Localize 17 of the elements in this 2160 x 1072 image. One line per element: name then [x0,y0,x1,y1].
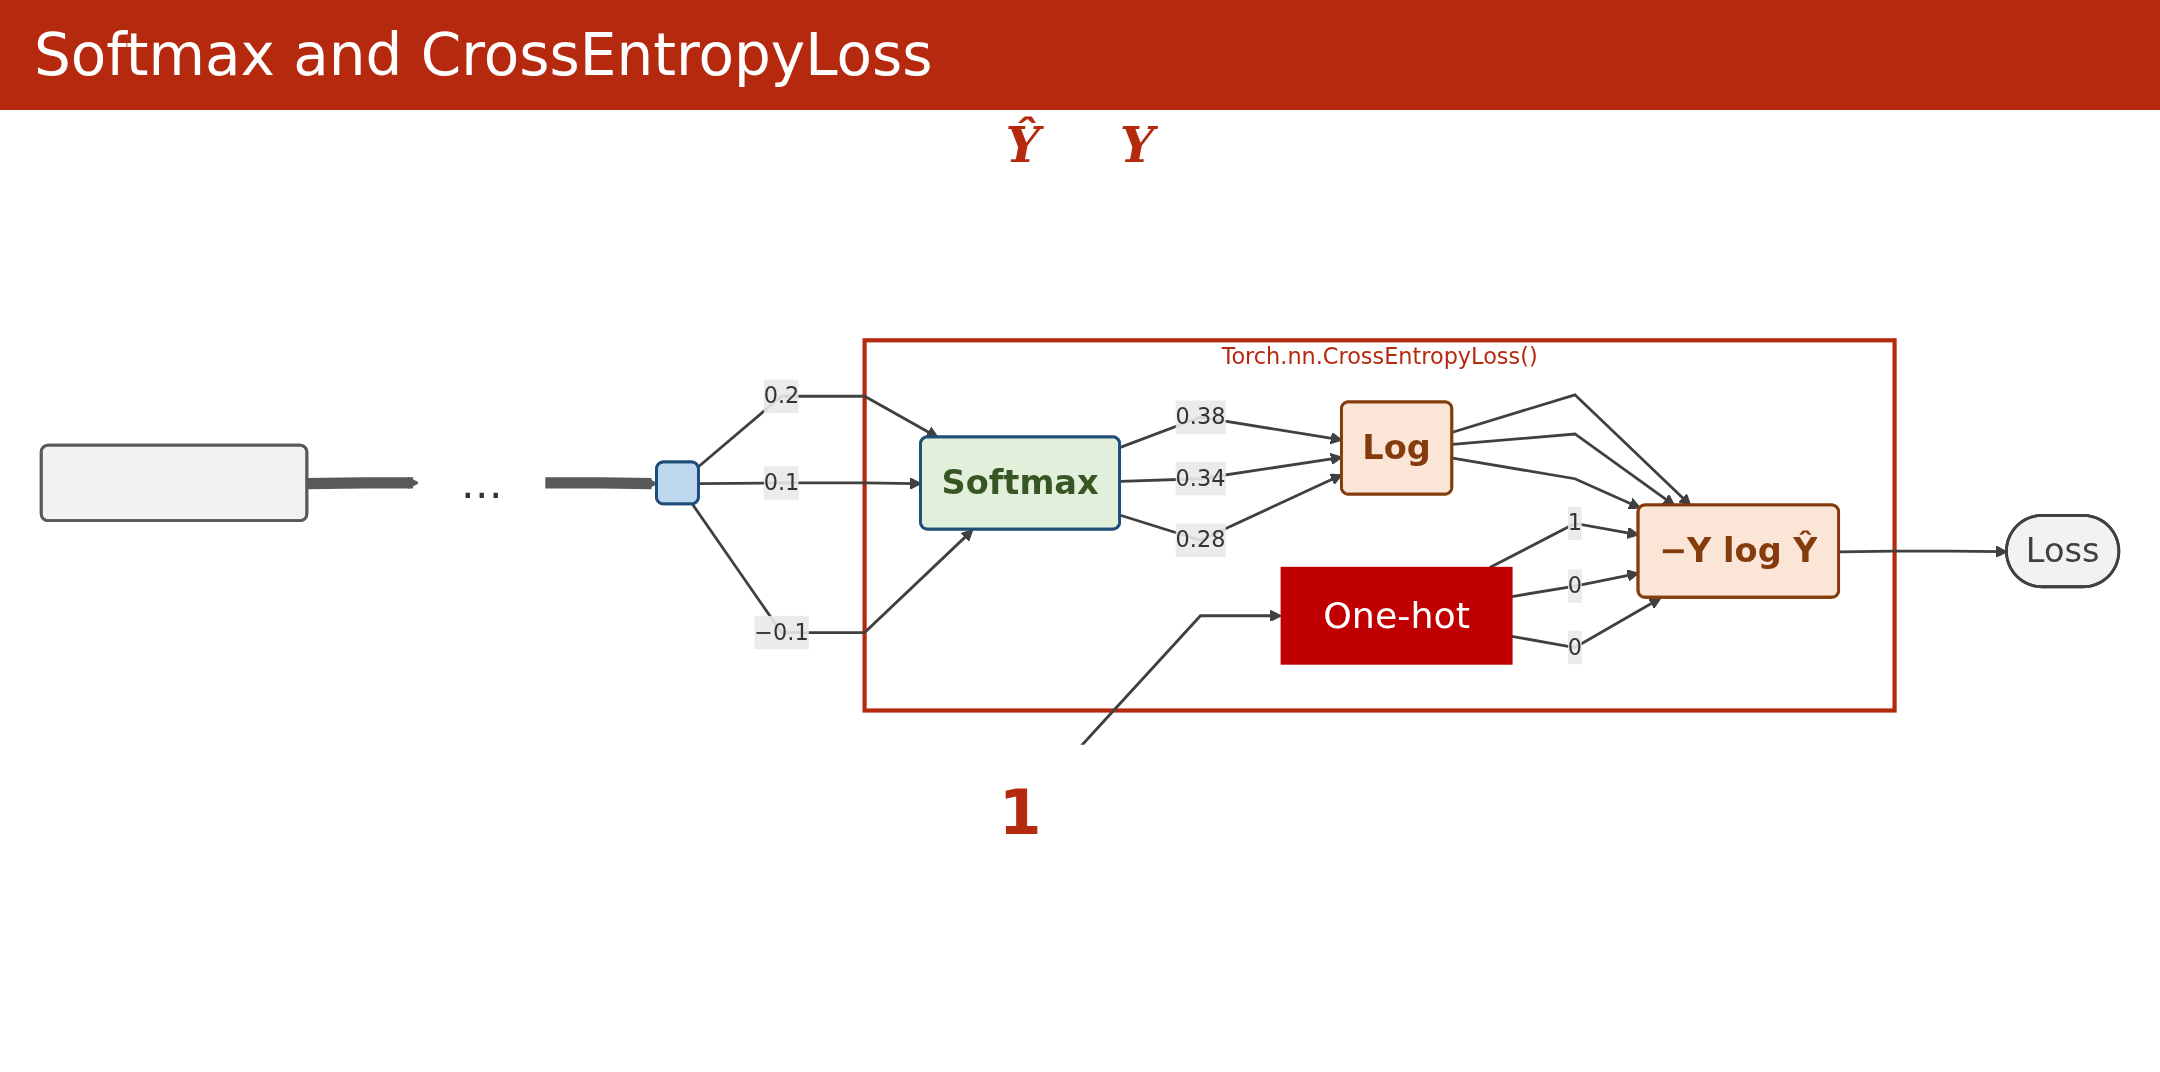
node-text: 1 [998,776,1042,848]
edge-label: 0.38 [1175,403,1226,430]
node-box: One-hot [1280,566,1513,665]
arrow [1452,456,1641,510]
edge-label: 0 [1567,572,1583,599]
edge-label: 0 [1567,633,1583,661]
edge-label: 0.28 [1175,526,1226,553]
arrow [1080,609,1282,747]
edge-label: −0.1 [754,618,809,646]
slide-title: Softmax and CrossEntropyLoss [34,21,933,89]
arrow [1511,597,1662,650]
node-text: … [460,458,503,508]
edge-label: 0.1 [763,468,800,496]
edge-label: 0.34 [1175,464,1226,492]
edge-label: 0.2 [763,382,800,409]
edge-label: 1 [1567,509,1583,537]
arrow [691,503,974,634]
